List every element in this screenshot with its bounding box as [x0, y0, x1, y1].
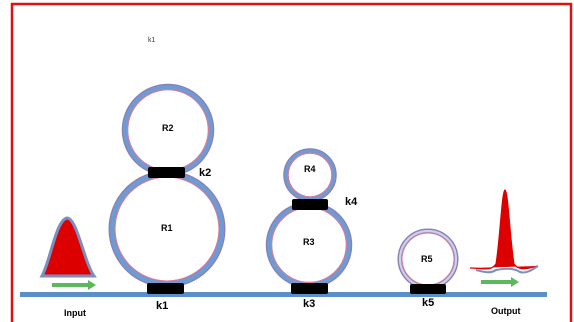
coupler-k3-label: k3	[303, 298, 315, 310]
coupler-k5-label: k5	[422, 297, 434, 309]
coupler-k3	[291, 283, 328, 294]
ring-r2-label: R2	[162, 123, 174, 133]
ring-r1-label: R1	[161, 223, 173, 233]
coupler-k1	[147, 283, 184, 294]
output-pulse-icon	[469, 189, 539, 274]
ring-r5-label: R5	[421, 254, 433, 264]
coupler-k4-label: k4	[345, 196, 358, 208]
output-label: Output	[491, 306, 521, 316]
diagram-frame	[10, 2, 573, 322]
ring-r3-label: R3	[303, 237, 315, 247]
ring-r4	[283, 148, 337, 202]
coupler-k2-label: k2	[199, 167, 211, 179]
input-pulse-icon	[39, 216, 97, 278]
coupler-k4	[292, 199, 328, 210]
top-mark-label: k1	[148, 37, 156, 44]
coupler-k1-label: k1	[156, 300, 168, 312]
coupler-k2	[148, 167, 185, 178]
bus-waveguide	[20, 292, 547, 297]
coupler-k5	[410, 284, 446, 294]
output-arrow-icon	[481, 277, 519, 287]
ring-r4-label: R4	[304, 164, 316, 174]
input-label: Input	[64, 308, 86, 318]
input-arrow-icon	[52, 280, 96, 290]
